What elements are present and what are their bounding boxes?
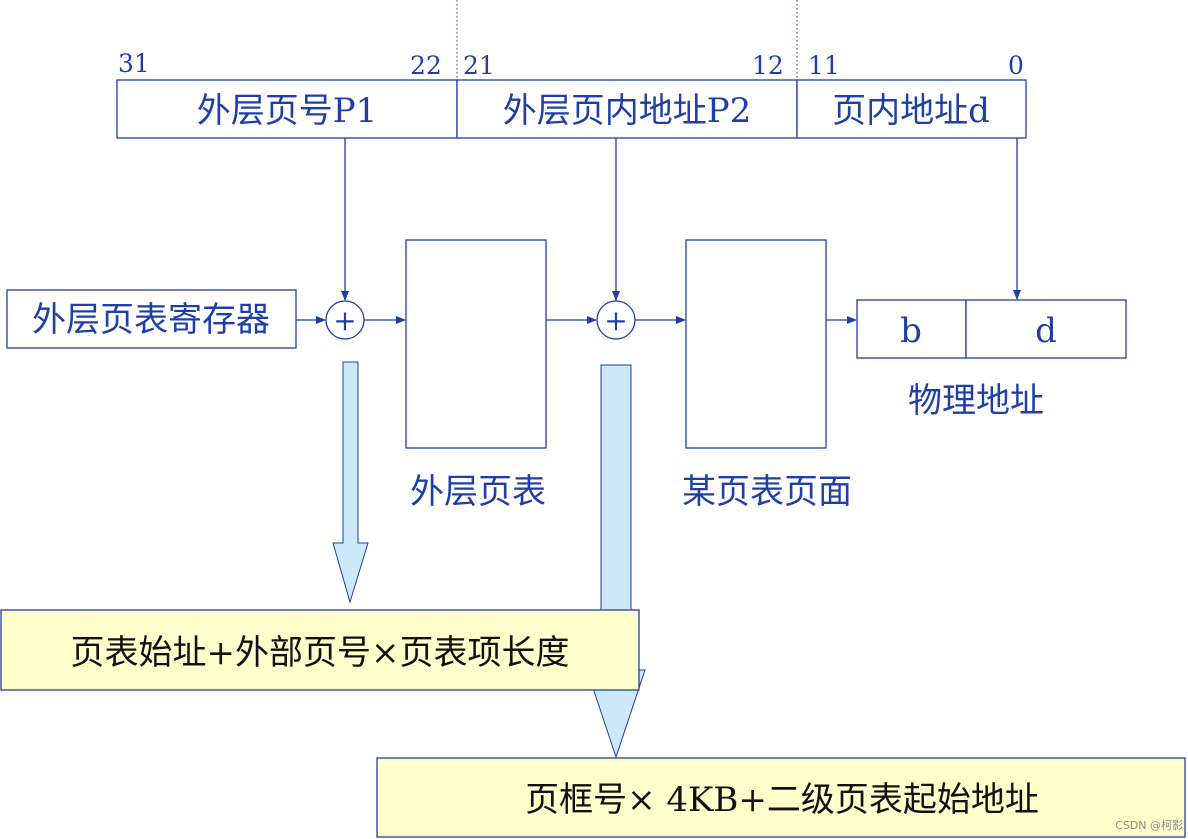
page-table-page-label: 某页表页面 <box>682 472 852 512</box>
register-label: 外层页表寄存器 <box>32 300 270 340</box>
bit-11: 11 <box>808 51 840 80</box>
outer-page-table-box <box>405 239 547 449</box>
field-d-label: 页内地址d <box>832 91 990 131</box>
field-p2-box <box>456 79 798 139</box>
wide-arrow-2 <box>586 364 646 759</box>
physical-b-label: b <box>900 311 922 351</box>
physical-address-label: 物理地址 <box>908 381 1044 421</box>
connectors <box>296 138 1021 324</box>
field-d-box <box>796 79 1027 139</box>
adder-2: + <box>596 300 636 340</box>
adder-2-symbol: + <box>604 304 627 337</box>
physical-d-label: d <box>1035 311 1057 351</box>
physical-address: b d 物理地址 <box>856 299 1127 421</box>
register-box <box>6 289 297 349</box>
wide-arrow-1 <box>332 361 369 604</box>
field-p1-label: 外层页号P1 <box>197 91 378 131</box>
bit-21: 21 <box>463 51 495 80</box>
page-table-page-box <box>685 239 827 449</box>
formula-2-box <box>376 757 1186 838</box>
adder-1: + <box>325 300 365 340</box>
field-p1-box <box>116 79 458 139</box>
bit-22: 22 <box>410 51 442 80</box>
bit-0: 0 <box>1008 51 1024 80</box>
outer-page-table-label: 外层页表 <box>410 472 546 512</box>
bit-31: 31 <box>118 49 150 78</box>
bit-12: 12 <box>752 51 784 80</box>
physical-b-box <box>856 299 967 359</box>
field-p2-label: 外层页内地址P2 <box>503 91 752 131</box>
formula-2-text: 页框号× 4KB+二级页表起始地址 <box>525 780 1039 820</box>
adder-1-symbol: + <box>333 304 356 337</box>
physical-d-box <box>965 299 1127 359</box>
logical-address: 外层页号P1 外层页内地址P2 页内地址d <box>116 79 1027 139</box>
formula-1-box <box>0 609 640 691</box>
bit-numbers: 31 22 21 12 11 0 <box>118 49 1024 80</box>
watermark: CSDN @柯影 <box>1115 819 1183 832</box>
formula-1-text: 页表始址+外部页号×页表项长度 <box>71 633 570 673</box>
